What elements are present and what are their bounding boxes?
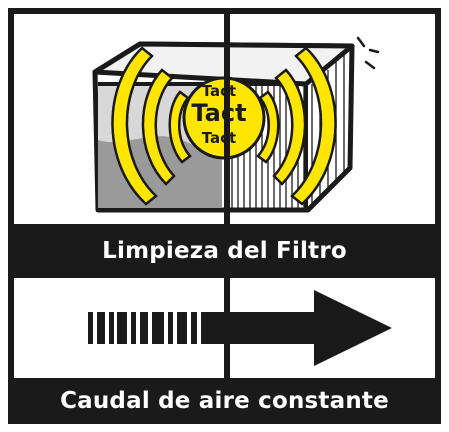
tact-label-2: Tact xyxy=(191,99,247,127)
top-divider xyxy=(224,8,230,230)
caption-filter-cleaning: Limpieza del Filtro xyxy=(8,224,441,278)
caption-constant-airflow: Caudal de aire constante xyxy=(8,378,441,424)
vibration-right-icon xyxy=(256,46,337,206)
vibration-left-icon xyxy=(111,46,192,206)
bottom-divider xyxy=(224,276,230,380)
airflow-arrow-icon xyxy=(88,290,392,366)
sparkle-icon xyxy=(356,36,380,70)
